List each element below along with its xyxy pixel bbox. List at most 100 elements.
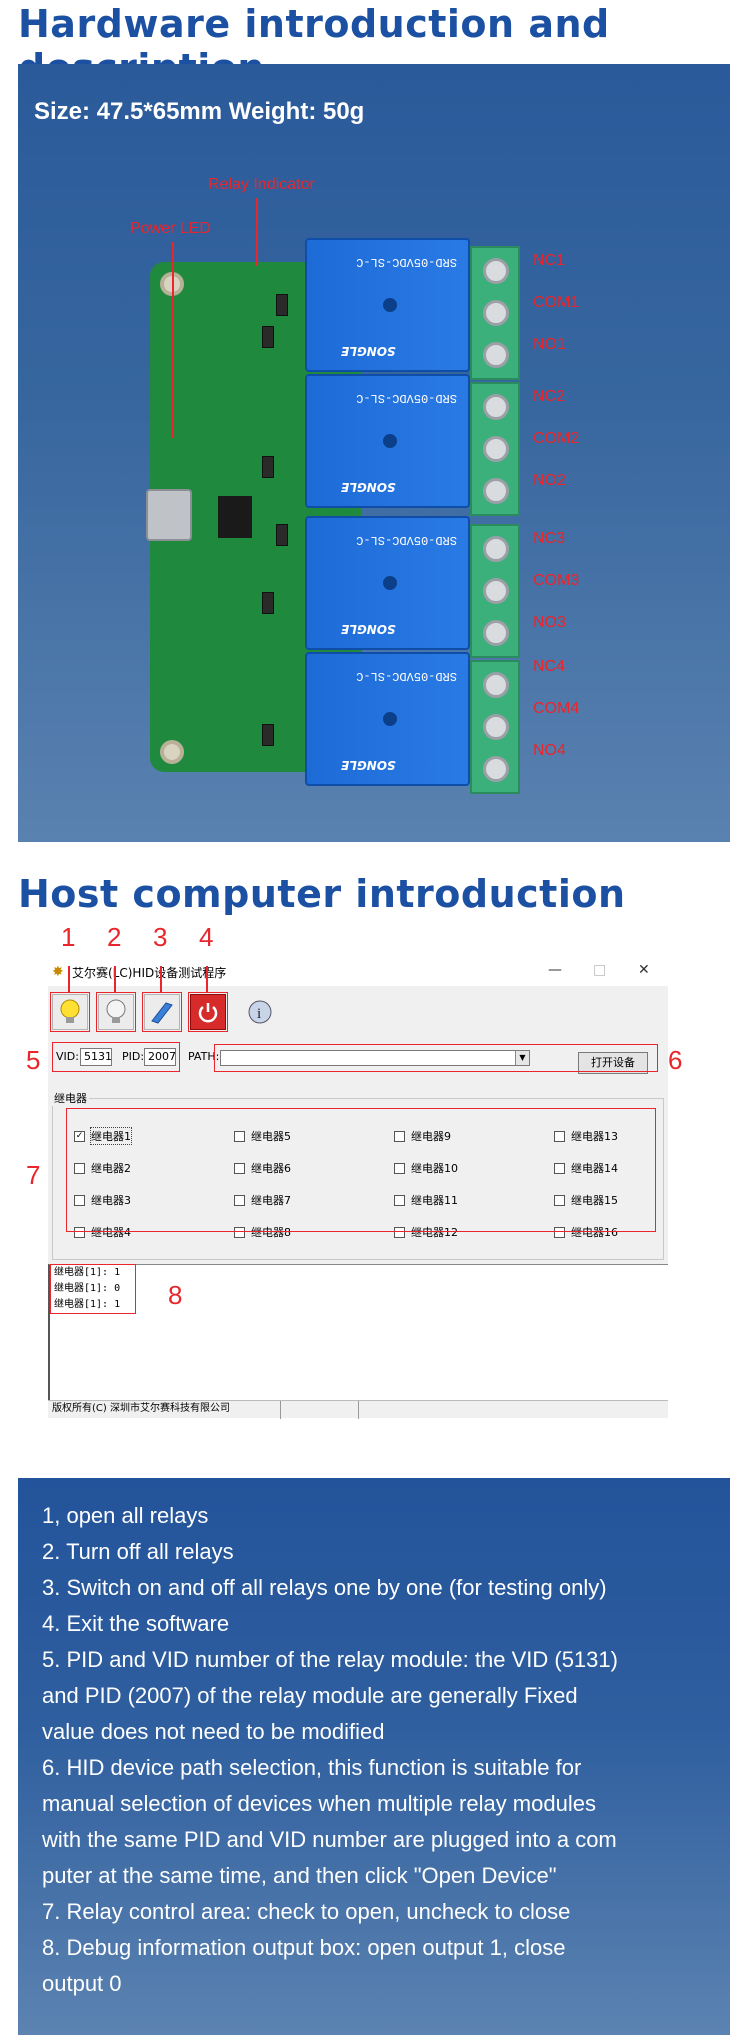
description-line: 2. Turn off all relays [42,1539,234,1564]
annotation-number-4: 4 [199,922,214,952]
screw [483,258,509,284]
relay-checkbox-1[interactable]: ✓继电器1 [74,1127,132,1145]
relay-indicator-arrow [256,198,258,266]
relay-model-text: SRD-05VDC-SL-C [356,669,457,683]
annotation-box-5 [52,1042,180,1072]
annotation-number-5: 5 [26,1045,41,1075]
relay-checkbox-10[interactable]: 继电器10 [394,1160,458,1176]
checkbox-icon[interactable] [234,1162,245,1174]
close-icon[interactable]: ✕ [638,962,650,978]
relay-checkbox-5[interactable]: 继电器5 [234,1128,291,1144]
vid-input[interactable]: 5131 [80,1048,112,1066]
relay-checkbox-label: 继电器9 [411,1130,451,1143]
checkbox-icon[interactable] [74,1162,85,1174]
description-line: 8. Debug information output box: open ou… [42,1935,566,1960]
relay-model-text: SRD-05VDC-SL-C [356,391,457,405]
path-select[interactable]: ▼ [220,1050,530,1066]
relay-checkbox-12[interactable]: 继电器12 [394,1224,458,1240]
annotation-box-8 [50,1264,136,1314]
relay-checkbox-3[interactable]: 继电器3 [74,1192,131,1208]
software-window: ✸ 艾尔赛(LC)HID设备测试程序 — □ ✕ [48,958,668,1419]
checkbox-icon[interactable] [74,1194,85,1206]
terminal-label: COM3 [533,572,580,589]
relay-checkbox-label: 继电器15 [571,1194,618,1207]
close-all-button[interactable] [98,994,134,1030]
checkbox-icon[interactable] [234,1226,245,1238]
chevron-down-icon[interactable]: ▼ [515,1051,529,1065]
relay-mark [383,576,397,590]
checkbox-icon[interactable] [554,1162,565,1174]
checkbox-icon[interactable] [554,1130,565,1142]
hardware-photo-panel: Size: 47.5*65mm Weight: 50g SRD-05VDC-SL… [18,64,730,842]
relay-2: SRD-05VDC-SL-C SONGLE [305,374,470,508]
copyright-text: 版权所有(C) 深圳市艾尔赛科技有限公司 [52,1403,230,1414]
relay-mark [383,434,397,448]
relay-checkbox-13[interactable]: 继电器13 [554,1128,618,1144]
smd-component [276,524,288,546]
screw [483,536,509,562]
relay-checkbox-label: 继电器4 [91,1226,131,1239]
checkbox-icon[interactable] [74,1226,85,1238]
power-led-label: Power LED [130,220,211,237]
annotation-number-2: 2 [107,922,122,952]
checkbox-icon[interactable] [394,1226,405,1238]
terminal-label: NO4 [533,742,566,759]
relay-1: SRD-05VDC-SL-C SONGLE [305,238,470,372]
checkbox-icon[interactable] [234,1194,245,1206]
checkbox-icon[interactable] [554,1226,565,1238]
checkbox-icon[interactable] [394,1162,405,1174]
minimize-icon[interactable]: — [548,962,562,978]
annotation-box-2 [96,992,136,1032]
relay-checkbox-7[interactable]: 继电器7 [234,1192,291,1208]
checkbox-icon[interactable] [394,1194,405,1206]
open-all-button[interactable] [52,994,88,1030]
annotation-number-8: 8 [168,1280,183,1310]
relay-4: SRD-05VDC-SL-C SONGLE [305,652,470,786]
pid-input[interactable]: 2007 [144,1048,176,1066]
relay-checkbox-label: 继电器12 [411,1226,458,1239]
description-line: 6. HID device path selection, this funct… [42,1755,582,1780]
screw [483,394,509,420]
relay-brand: SONGLE [341,622,396,636]
relay-3: SRD-05VDC-SL-C SONGLE [305,516,470,650]
smd-component [262,456,274,478]
relay-checkbox-label: 继电器14 [571,1162,618,1175]
terminal-label: COM1 [533,294,580,311]
relay-checkbox-2[interactable]: 继电器2 [74,1160,131,1176]
exit-button[interactable] [190,994,226,1030]
relay-checkbox-8[interactable]: 继电器8 [234,1224,291,1240]
relay-checkbox-9[interactable]: 继电器9 [394,1128,451,1144]
screw [483,578,509,604]
debug-output-box[interactable]: 继电器[1]: 1 继电器[1]: 0 继电器[1]: 1 [48,1264,668,1400]
window-title: 艾尔赛(LC)HID设备测试程序 [72,966,227,980]
maximize-icon[interactable]: □ [593,962,607,978]
switch-one-by-one-button[interactable] [144,994,180,1030]
description-line: with the same PID and VID number are plu… [42,1827,617,1852]
relay-checkbox-4[interactable]: 继电器4 [74,1224,131,1240]
checkbox-icon[interactable]: ✓ [74,1130,85,1142]
ic-chip [218,496,252,538]
relay-model-text: SRD-05VDC-SL-C [356,255,457,269]
smd-component [276,294,288,316]
log-line: 继电器[1]: 1 [54,1267,121,1278]
screw [483,342,509,368]
checkbox-icon[interactable] [554,1194,565,1206]
open-device-button[interactable]: 打开设备 [578,1052,648,1074]
relay-checkbox-15[interactable]: 继电器15 [554,1192,618,1208]
relay-checkbox-6[interactable]: 继电器6 [234,1160,291,1176]
info-button[interactable]: i [242,994,278,1030]
relay-checkbox-label: 继电器16 [571,1226,618,1239]
relay-checkbox-14[interactable]: 继电器14 [554,1160,618,1176]
size-weight-text: Size: 47.5*65mm Weight: 50g [34,98,365,125]
power-led-arrow [172,242,174,438]
description-line: 4. Exit the software [42,1611,230,1636]
relay-checkbox-11[interactable]: 继电器11 [394,1192,458,1208]
checkbox-icon[interactable] [394,1130,405,1142]
relay-checkbox-label: 继电器7 [251,1194,291,1207]
checkbox-icon[interactable] [234,1130,245,1142]
relay-checkbox-16[interactable]: 继电器16 [554,1224,618,1240]
annotation-pointer [206,966,208,992]
relay-checkbox-label: 继电器2 [91,1162,131,1175]
